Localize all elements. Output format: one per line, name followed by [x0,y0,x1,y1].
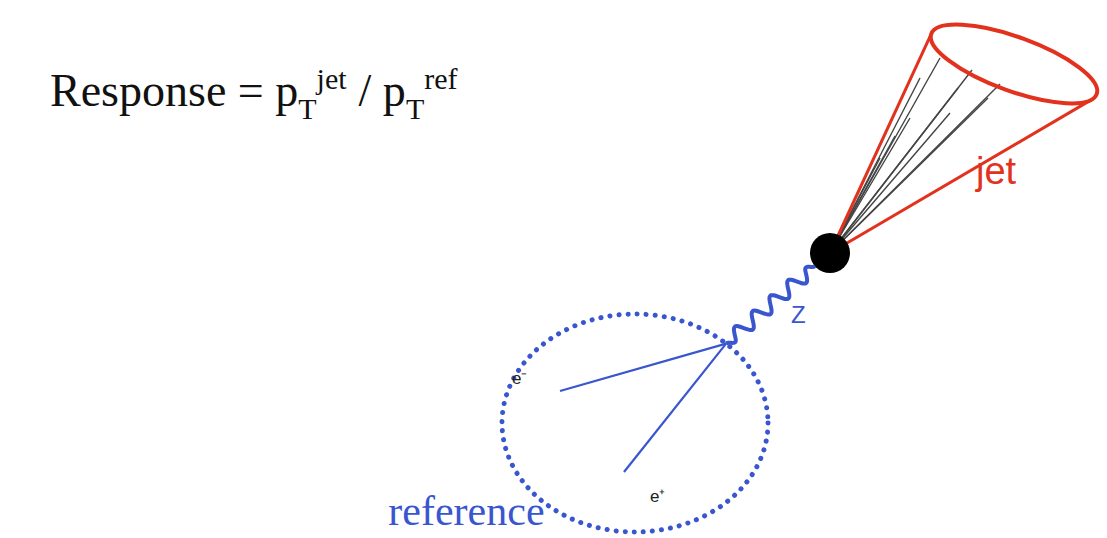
electron-label: e⁻ [512,370,527,387]
cone-rim [922,9,1106,120]
hadron-track [830,113,950,253]
hadron-track [830,118,910,253]
reference-ellipse: referencee⁻e⁺ [500,312,770,534]
cone-edge [830,33,931,253]
jet-cone: jet [800,18,1100,282]
formula-text: Response = p [50,65,298,116]
vertex-dot [810,233,850,273]
lepton-track [560,344,726,391]
hadron-track [830,58,940,253]
superscript: ref [424,62,457,95]
boson-label: Z [789,303,808,327]
cone-edge [830,99,1092,253]
formula-text: / p [359,65,406,116]
subscript: T [298,92,316,125]
response-formula: Response = pTjet/ pTref [50,62,458,126]
positron-label: e⁺ [650,488,665,505]
jet-cone-outline [800,18,1100,282]
boson-line [726,266,815,343]
reference-label: reference [388,490,544,532]
subscript: T [406,92,424,125]
jet-label: jet [976,152,1016,190]
lepton-track [624,344,726,472]
superscript: jet [317,62,347,95]
